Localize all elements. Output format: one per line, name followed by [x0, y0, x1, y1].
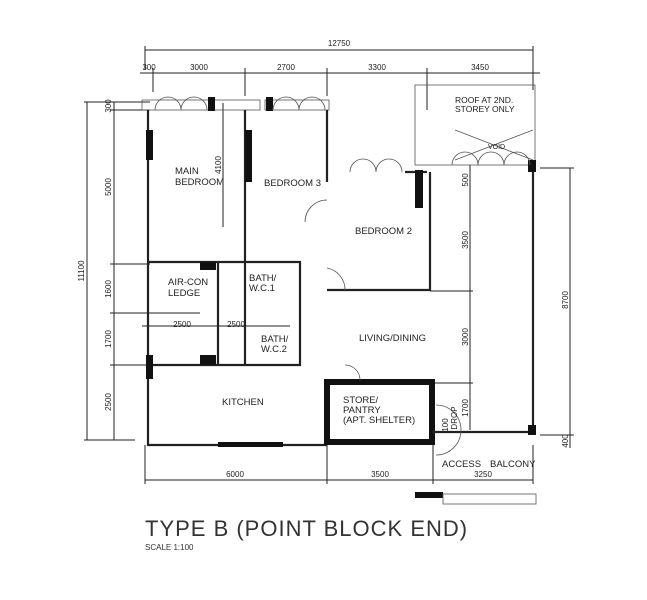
- drop-label: DROP: [450, 406, 459, 429]
- balcony-label: BALCONY: [490, 459, 536, 470]
- dim-left-2: 5000: [104, 178, 113, 196]
- dim-bottom-2: 3500: [371, 470, 389, 479]
- dimension-lines: [84, 46, 574, 484]
- dim-left-overall: 11100: [77, 260, 86, 282]
- roof-label: ROOF AT 2ND.STOREY ONLY: [455, 95, 515, 114]
- dim-right-2: 3500: [461, 231, 470, 249]
- bath2-label: BATH/W.C.2: [261, 334, 289, 355]
- dim-bottom-3: 3250: [474, 470, 492, 479]
- dim-right-4: 1700: [461, 399, 470, 417]
- dim-top-5: 3450: [471, 63, 489, 72]
- walls: [141, 84, 537, 505]
- dim-left-4: 1700: [104, 330, 113, 348]
- dim-left-1: 300: [104, 99, 113, 113]
- store-label: STORE/PANTRY(APT. SHELTER): [343, 395, 415, 426]
- dim-ledge: 2500: [173, 320, 191, 329]
- dim-bedroom3: 4100: [214, 156, 223, 174]
- dim-left-5: 2500: [104, 393, 113, 411]
- dim-drop: 100: [441, 418, 450, 432]
- plan-title: TYPE B (POINT BLOCK END): [145, 516, 469, 541]
- dim-top-4: 3300: [368, 63, 386, 72]
- dim-bottom-1: 6000: [226, 470, 244, 479]
- living-dining-label: LIVING/DINING: [359, 333, 426, 344]
- dim-overall-width: 12750: [328, 39, 351, 48]
- dimension-labels: 12750 300 3000 2700 3300 3450 11100 300 …: [77, 39, 570, 479]
- plan-scale: SCALE 1:100: [145, 543, 194, 552]
- dim-right-outer-1: 8700: [561, 291, 570, 309]
- bath1-label: BATH/W.C.1: [249, 273, 277, 294]
- dim-top-2: 3000: [190, 63, 208, 72]
- kitchen-label: KITCHEN: [222, 397, 264, 408]
- dim-left-3: 1600: [104, 280, 113, 298]
- void-label: VOID: [488, 144, 505, 151]
- dim-right-outer-2: 400: [561, 434, 570, 448]
- bedroom2-label: BEDROOM 2: [355, 226, 412, 237]
- bedroom3-label: BEDROOM 3: [264, 178, 321, 189]
- dim-right-1: 500: [461, 173, 470, 187]
- access-label: ACCESS: [442, 459, 481, 470]
- dim-right-3: 3000: [461, 328, 470, 346]
- dim-bath: 2500: [227, 320, 245, 329]
- dim-top-1: 300: [142, 63, 156, 72]
- dim-top-3: 2700: [277, 63, 295, 72]
